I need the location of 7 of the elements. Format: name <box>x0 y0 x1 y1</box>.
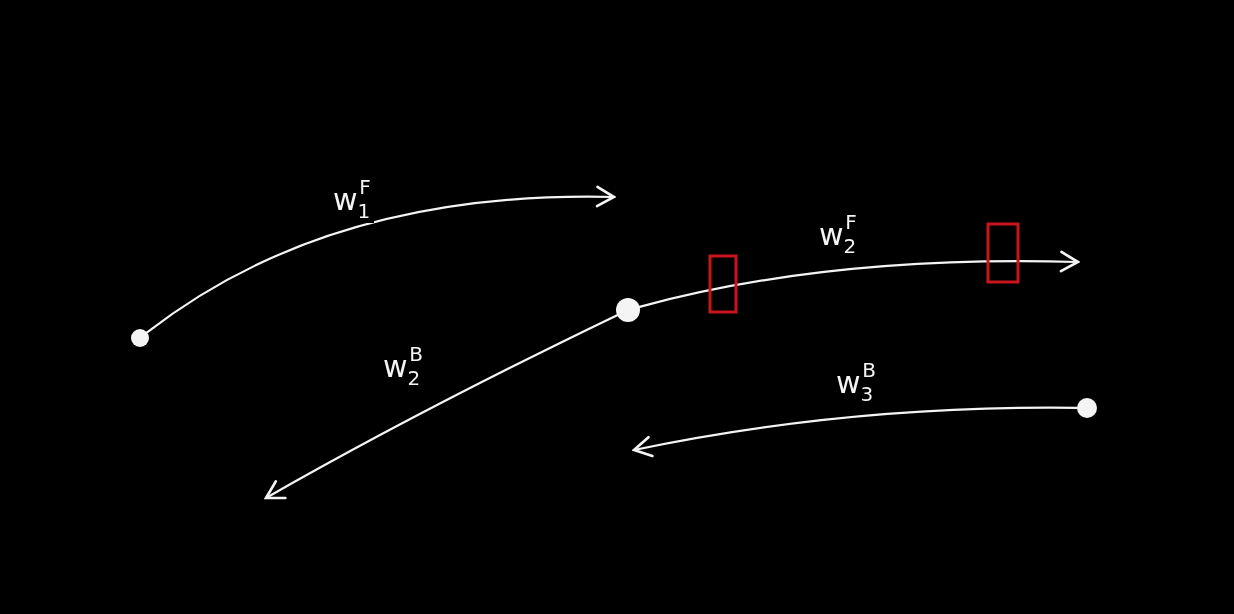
arrow <box>632 406 1079 458</box>
point-dot <box>616 298 640 322</box>
arrow <box>146 186 616 334</box>
point-dot <box>1077 398 1097 418</box>
arrow <box>264 314 619 500</box>
point-dot <box>131 329 149 347</box>
arrow <box>638 250 1080 308</box>
